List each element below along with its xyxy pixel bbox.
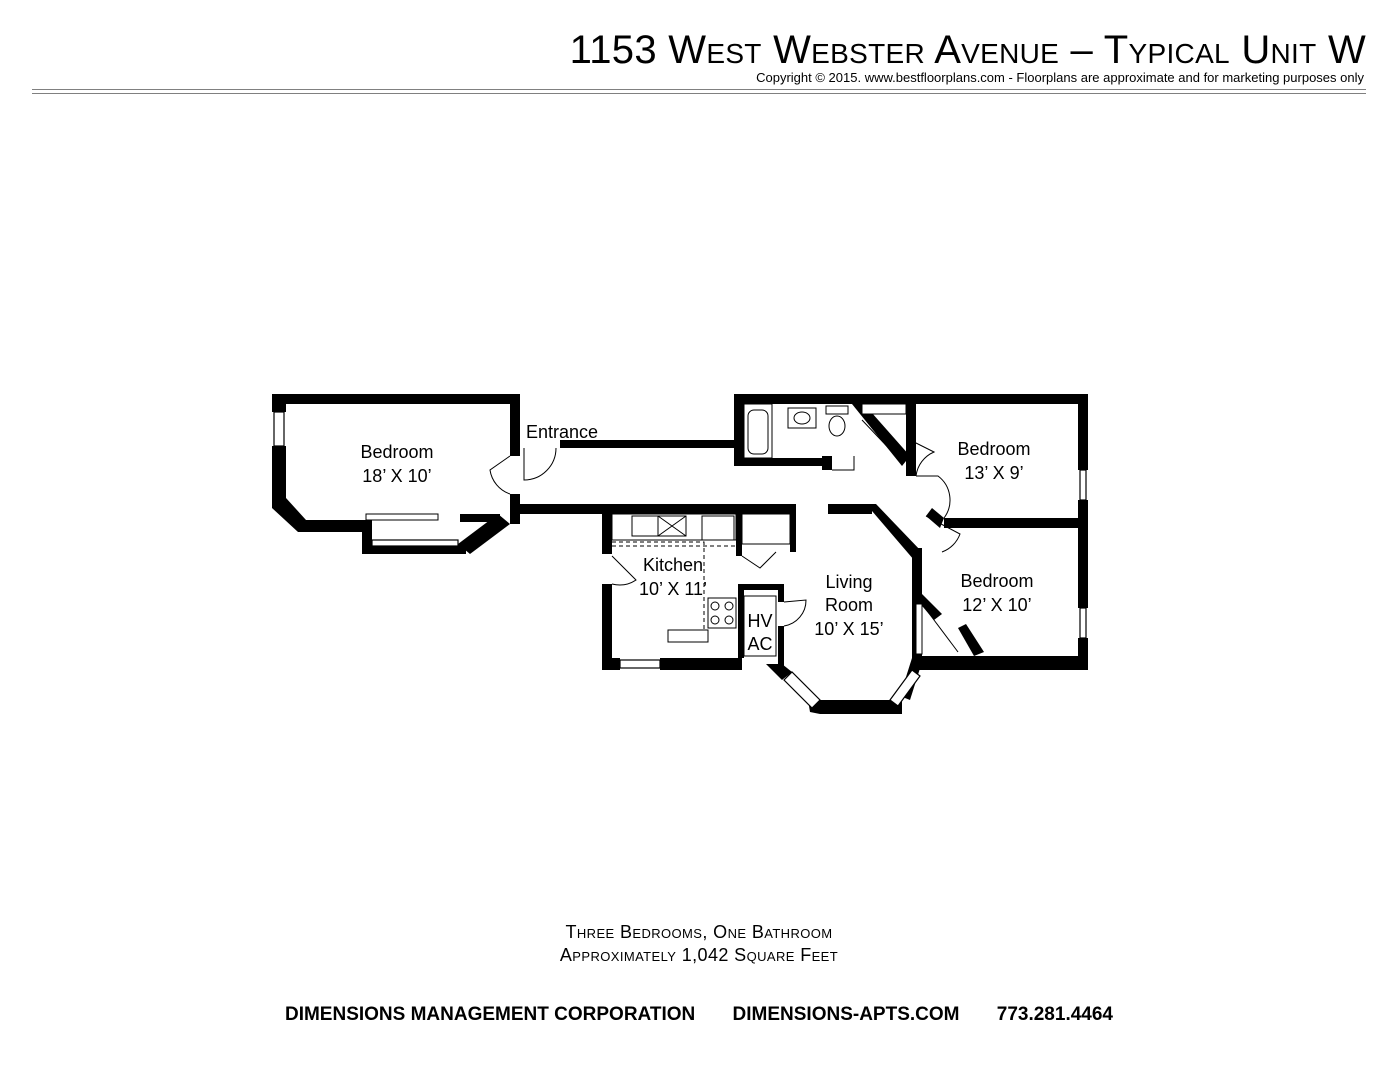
door-swing [921,603,959,653]
wall [298,520,366,532]
wall [958,624,984,656]
door-swing [489,455,511,495]
wall [778,626,784,670]
company-name: DIMENSIONS MANAGEMENT CORPORATION [284,1004,696,1025]
living-room-name-line2: Room [825,595,873,615]
wall [778,584,784,602]
linen-closet [915,603,923,655]
window [619,659,661,669]
cabinet [741,513,791,545]
window [1079,607,1087,639]
window [1079,469,1087,501]
bedroom-1-size: 18’ X 10’ [362,466,431,486]
entrance-label: Entrance [526,422,598,442]
wall [660,658,742,670]
kitchen-sink [631,515,659,537]
bathtub-inner [747,409,769,455]
wall [736,514,742,556]
living-room-name-line1: Living [825,572,872,592]
wall [926,508,944,528]
door-swing [916,475,951,519]
door-swing [925,515,961,553]
wall [1078,638,1088,670]
door-swing [523,447,557,481]
living-room-size: 10’ X 15’ [814,619,883,639]
toilet-bowl [828,415,846,437]
wall [602,658,620,670]
wall [510,494,520,524]
wall [820,700,902,714]
bedroom-3-name: Bedroom [960,571,1033,591]
sink-basin [793,411,811,425]
door-swing [832,456,855,471]
door-swing [611,555,637,586]
header-rule [32,93,1366,94]
footer: DIMENSIONS MANAGEMENT CORPORATION DIMENS… [0,1004,1398,1026]
refrigerator [701,515,735,541]
website-link[interactable]: DIMENSIONS-APTS.COM [732,1004,960,1025]
wall [738,584,744,658]
wall [602,584,612,670]
wall [272,446,286,502]
wall [738,584,784,590]
wall [944,518,1088,528]
wall [734,394,744,466]
door-swing [909,439,936,477]
door-swing [741,551,777,569]
wall [734,458,826,466]
copyright-notice: Copyright © 2015. www.bestfloorplans.com… [756,70,1364,85]
bedroom-2-size: 13’ X 9’ [964,463,1023,483]
wall [734,394,1088,404]
kitchen-name: Kitchen [643,555,703,575]
hvac-label-line1: HV [747,611,772,631]
wall [272,394,286,412]
closet-rod [365,513,439,521]
wall [560,440,736,448]
wall [766,664,792,680]
window [783,671,821,709]
wall [790,514,796,552]
wall [362,520,372,554]
page-title: 1153 West Webster Avenue – Typical Unit … [569,28,1366,72]
window [273,411,285,447]
bedroom-2-name: Bedroom [957,439,1030,459]
wall [1078,394,1088,470]
wall [852,404,910,466]
toilet-tank [825,405,849,415]
wall [510,394,520,456]
wall [272,394,520,404]
wall [822,456,832,470]
wall [458,514,510,554]
wall [912,594,942,620]
closet-shelf [861,403,907,415]
hvac-label-line2: AC [747,634,772,654]
wall [362,544,466,554]
unit-summary-bedrooms: Three Bedrooms, One Bathroom [565,922,833,942]
wall [866,504,922,560]
header-rule [32,89,1366,90]
window [889,669,921,707]
wall [1078,500,1088,608]
wall [912,656,1088,670]
wall [828,504,872,514]
wall [460,514,500,522]
kitchen-size: 10’ X 11’ [639,579,707,599]
bedroom-1-name: Bedroom [360,442,433,462]
hvac-closet [743,595,777,657]
door-swing [783,599,807,627]
wall [272,498,306,532]
unit-summary-area: Approximately 1,042 Square Feet [559,945,839,965]
phone-number: 773.281.4464 [996,1004,1113,1025]
counter [667,629,709,643]
wall [520,504,796,514]
bedroom-3-size: 12’ X 10’ [962,595,1031,615]
wall [602,514,612,554]
window [371,539,459,547]
